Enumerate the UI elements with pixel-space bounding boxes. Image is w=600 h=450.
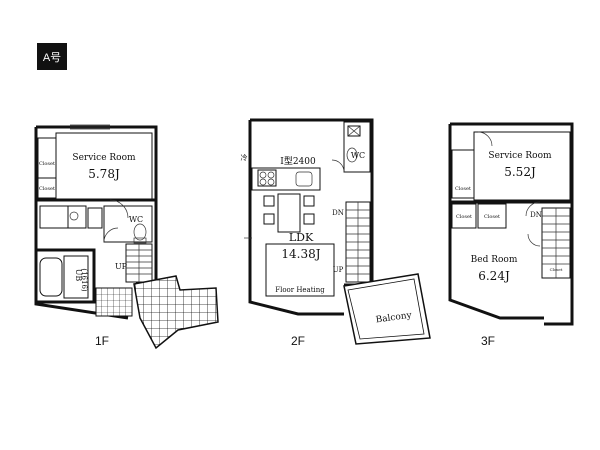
floor-1f-bath-size: (1616) <box>80 268 88 292</box>
floor-3f-closet-a: Closet <box>455 186 471 192</box>
floor-1f-wc: WC <box>129 215 143 224</box>
floor-1f-service-area: 5.78J <box>88 167 120 181</box>
floor-1f-label: 1F <box>95 334 109 348</box>
floor-2f-wc: WC <box>351 151 365 160</box>
floor-1f-entry <box>95 287 133 317</box>
floor-2f: I型2400 WC LDK 14.38J Floor Heating DN UP… <box>241 118 431 348</box>
floor-3f-service-area: 5.52J <box>504 165 536 179</box>
floor-2f-dining-table <box>277 193 301 233</box>
plan-badge-text: A号 <box>43 51 61 64</box>
floor-2f-reizo: 冷 <box>241 153 248 162</box>
floor-3f-dn: DN <box>530 211 542 219</box>
floor-3f-bed-label: Bed Room <box>471 255 518 265</box>
floor-3f-label: 3F <box>481 334 495 348</box>
floor-2f-kitchen-label: I型2400 <box>280 156 316 167</box>
floor-2f-dn: DN <box>332 209 344 217</box>
floor-2f-ldk-area: 14.38J <box>281 247 320 261</box>
floor-2f-balcony <box>343 273 431 345</box>
floor-2f-label: 2F <box>291 334 305 348</box>
floor-1f-stairs <box>125 243 153 283</box>
floor-3f-service-label: Service Room <box>488 151 552 161</box>
floor-2f-up: UP <box>333 266 344 274</box>
floor-3f-outer-wall <box>448 122 574 326</box>
floor-2f-floor-heating-label: Floor Heating <box>275 286 325 294</box>
floor-2f-kitchen-counter <box>251 167 321 191</box>
floor-2f-stairs <box>345 201 371 283</box>
floor-1f-porch <box>133 275 219 350</box>
floor-1f-up: UP <box>115 262 128 271</box>
floor-2f-floor-heating <box>265 243 335 297</box>
floor-3f-closet-d: Closet <box>550 267 563 272</box>
floor-3f-bed-area: 6.24J <box>478 269 510 283</box>
floor-1f: Service Room 5.78J Closet Closet WC UP U… <box>34 124 219 350</box>
plan-badge: A号 <box>37 43 67 70</box>
floor-1f-service-room <box>55 132 153 200</box>
floor-3f-stairs <box>541 207 571 279</box>
floor-1f-bath-label: UB <box>74 269 83 282</box>
floor-1f-closet-b: Closet <box>39 186 55 192</box>
floor-1f-service-label: Service Room <box>72 153 136 163</box>
floor-3f-closet-b: Closet <box>456 214 472 220</box>
floor-1f-bath <box>34 248 96 304</box>
floor-3f: Service Room 5.52J Bed Room 6.24J Closet… <box>448 122 574 348</box>
floor-3f-closet-c: Closet <box>484 214 500 220</box>
floor-2f-ldk-label: LDK <box>289 231 314 244</box>
floor-1f-closet-a: Closet <box>39 161 55 167</box>
